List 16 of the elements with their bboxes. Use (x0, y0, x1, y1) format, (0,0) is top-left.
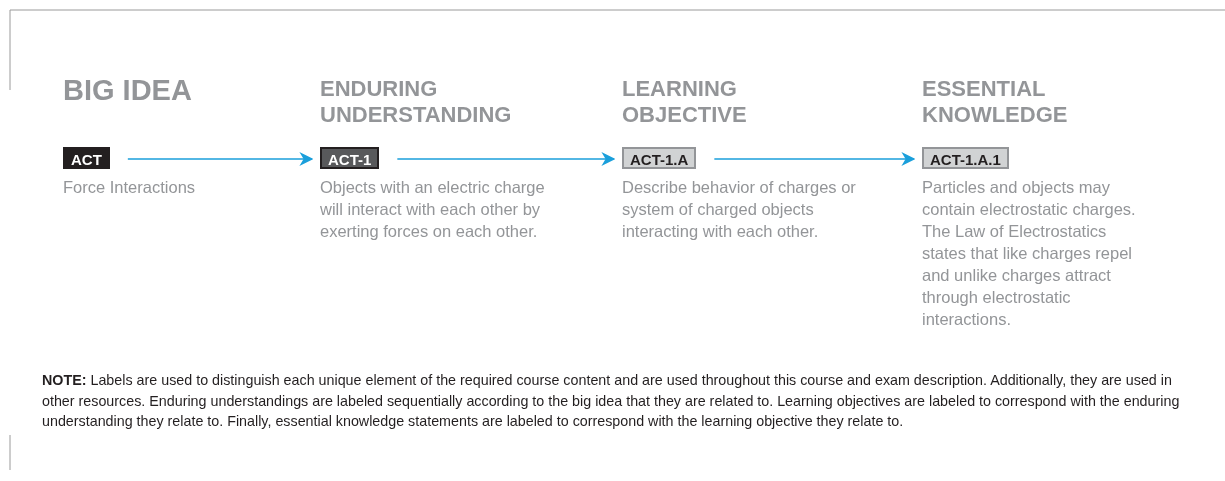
description-text: Force Interactions (63, 177, 197, 198)
description-text: Particles and objects may contain electrostatic charges. The Law of Electrostatics states that like charges repel and unlike charges attract through electrostatic interactions. (922, 177, 1137, 330)
code-tag: ACT-1 (320, 147, 380, 169)
level-heading: ENDURING UNDERSTANDING (320, 76, 513, 128)
note-text: NOTE: Labels are used to distinguish each unique element of the required course content and are used throughout this course and exam description. Additionally, they are used in other resources. Enduring understandings are labeled sequentially according to the big idea that they are related to. Learning objectives are labeled to correspond with the enduring understanding they relate to. Finally, essential knowledge statements are labeled to correspond with the learning objective they relate to. (42, 371, 1181, 431)
description-text: Objects with an electric charge will interact with each other by exerting forces on each other. (320, 177, 546, 242)
arrow (396, 152, 616, 166)
level-heading: ESSENTIAL KNOWLEDGE (922, 76, 1069, 128)
arrow (127, 152, 314, 166)
code-tag: ACT (63, 147, 110, 169)
code-tag: ACT-1.A.1 (922, 147, 1009, 169)
description-text: Describe behavior of charges or system of charged objects interacting with each other. (622, 177, 857, 242)
code-tag: ACT-1.A (622, 147, 697, 169)
level-heading: BIG IDEA (63, 77, 193, 103)
arrow (713, 152, 916, 166)
level-heading: LEARNING OBJECTIVE (622, 76, 748, 128)
